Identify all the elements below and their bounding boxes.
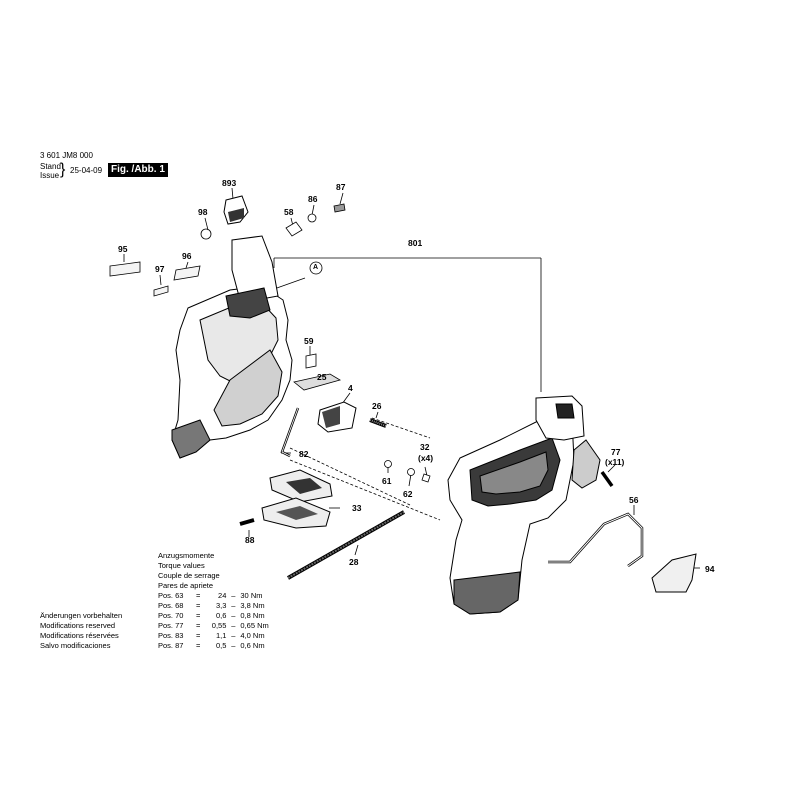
callout-98: 98 [198, 207, 208, 217]
stand-label: Stand [40, 162, 61, 171]
callout-95: 95 [118, 244, 128, 254]
figure-label: Fig. /Abb. 1 [108, 163, 168, 177]
callout-a: A [313, 264, 319, 271]
callout-33: 33 [352, 503, 362, 513]
callout-86: 86 [308, 194, 318, 204]
callout-58: 58 [284, 207, 294, 217]
callout-61: 61 [382, 476, 392, 486]
callout-26: 26 [372, 401, 382, 411]
torque-row: Pos. 83=1,1–4,0 Nm [158, 631, 265, 640]
brace: } [60, 161, 66, 178]
callout-28: 28 [349, 557, 359, 567]
callout-96: 96 [182, 251, 192, 261]
callout-87: 87 [336, 182, 346, 192]
notice-en: Modifications reserved [40, 621, 116, 630]
torque-row: Pos. 63=24–30 Nm [158, 591, 263, 600]
torque-row: Pos. 70=0,6–0,8 Nm [158, 611, 265, 620]
callout-32: 32 [420, 442, 430, 452]
torque-row: Pos. 68=3,3–3,8 Nm [158, 601, 265, 610]
torque-row: Pos. 87=0,5–0,6 Nm [158, 641, 265, 650]
notice-es: Salvo modificaciones [40, 641, 111, 650]
callout-77-qty: (x11) [605, 457, 625, 467]
callout-32-qty: (x4) [418, 453, 434, 463]
callout-25: 25 [317, 372, 327, 382]
callout-56: 56 [629, 495, 639, 505]
callout-62: 62 [403, 489, 413, 499]
callout-4: 4 [348, 383, 353, 393]
callout-801: 801 [408, 238, 423, 248]
torque-title-de: Anzugsmomente [158, 551, 215, 560]
issue-date: 25-04-09 [70, 166, 103, 175]
callout-94: 94 [705, 564, 715, 574]
issue-label: Issue [40, 171, 60, 180]
callout-59: 59 [304, 336, 314, 346]
callout-893: 893 [222, 178, 237, 188]
callout-82: 82 [299, 449, 309, 459]
notice-fr: Modifications réservées [40, 631, 119, 640]
callout-88: 88 [245, 535, 255, 545]
notice-de: Änderungen vorbehalten [40, 611, 123, 620]
callout-97: 97 [155, 264, 165, 274]
callout-77: 77 [611, 447, 621, 457]
drawing-number: 3 601 JM8 000 [40, 151, 93, 160]
torque-row: Pos. 77=0,55–0,65 Nm [158, 621, 269, 630]
torque-title-es: Pares de apriete [158, 581, 214, 590]
torque-title-fr: Couple de serrage [158, 571, 220, 580]
torque-title-en: Torque values [158, 561, 205, 570]
